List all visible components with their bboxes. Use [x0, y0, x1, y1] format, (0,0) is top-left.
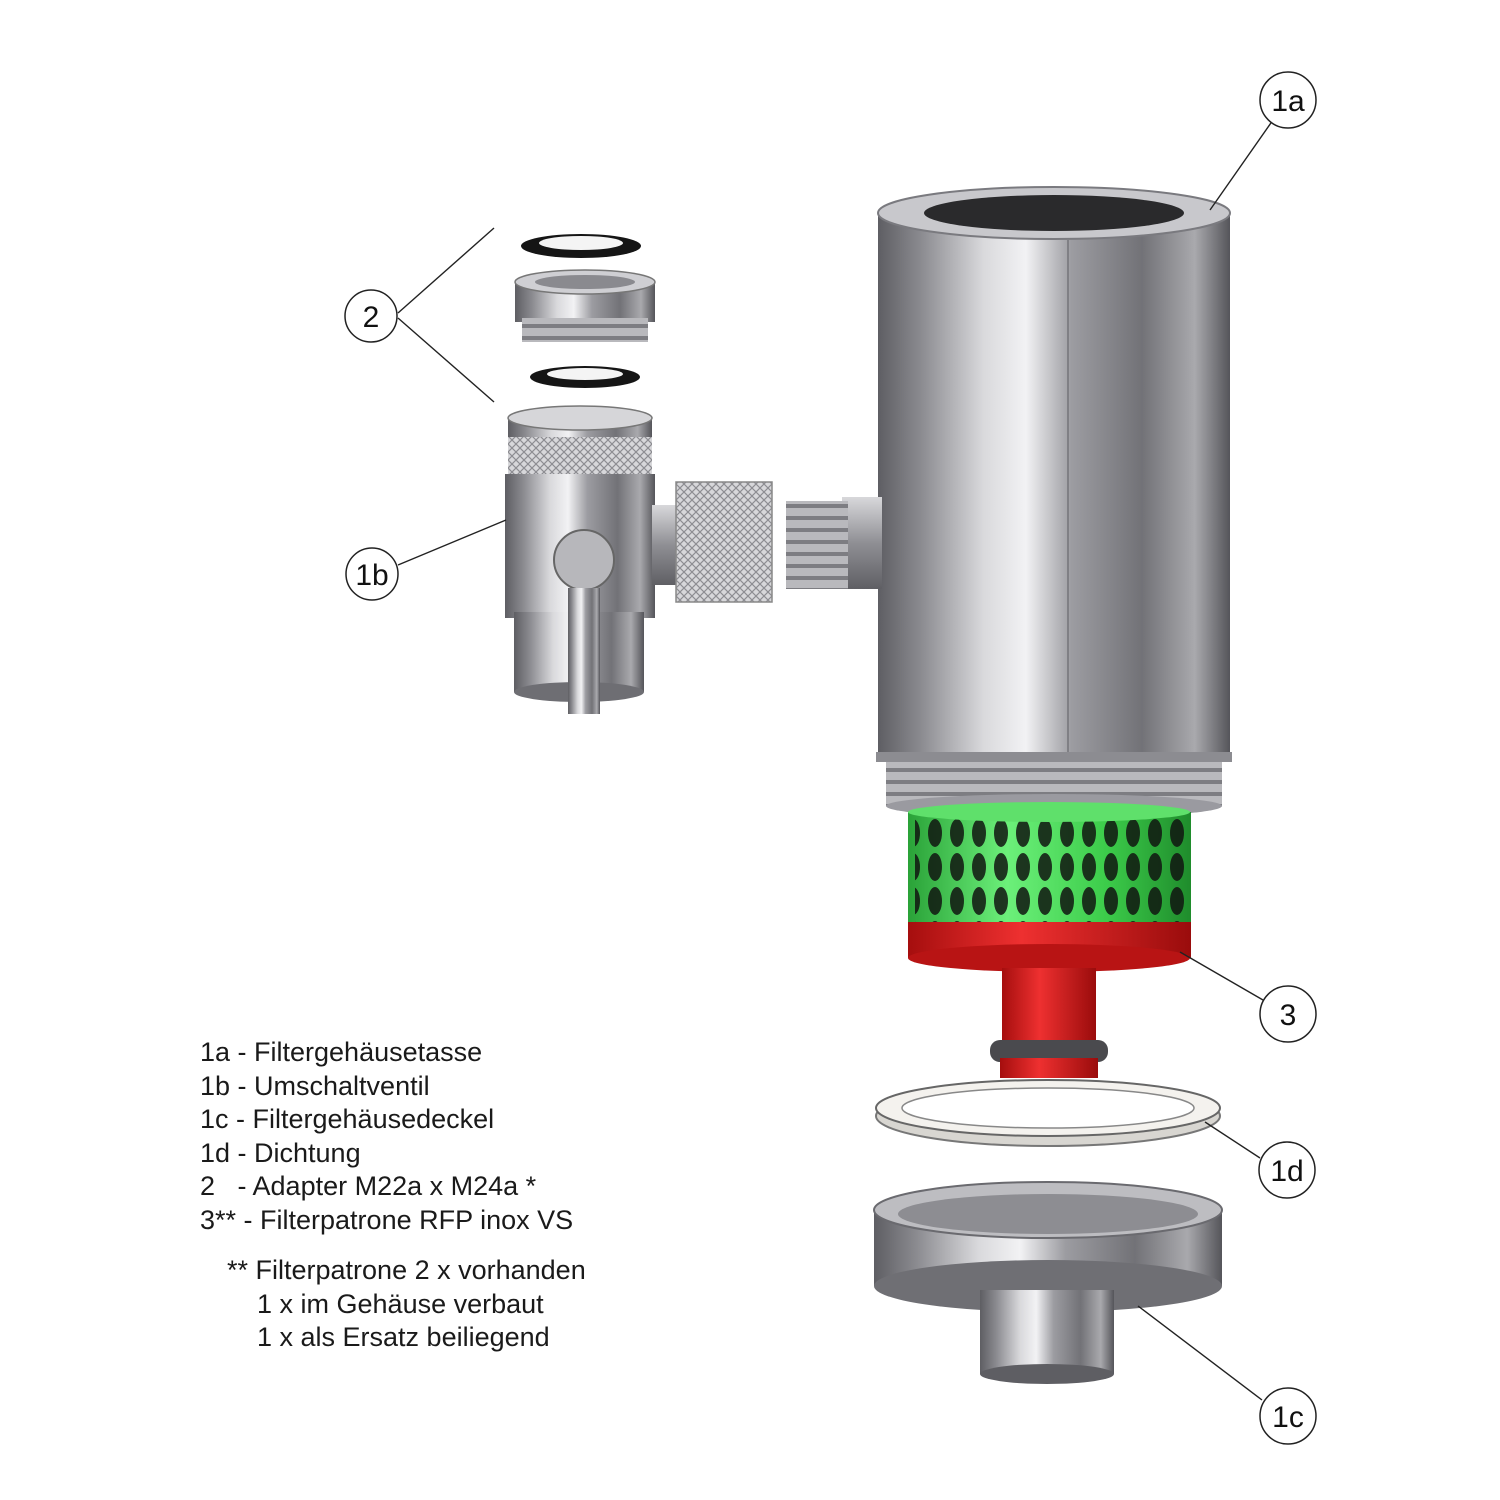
seal-ring-1d: [875, 1079, 1221, 1147]
callout-3: 3: [1259, 985, 1317, 1043]
parts-legend: 1a - Filtergehäusetasse 1b - Umschaltven…: [200, 1036, 573, 1238]
callout-2-label: 2: [363, 301, 380, 334]
callout-1d: 1d: [1258, 1141, 1316, 1199]
callout-1c-label: 1c: [1272, 1401, 1304, 1434]
callout-2: 2: [344, 289, 398, 343]
callout-1d-label: 1d: [1270, 1155, 1303, 1188]
housing-1a: [786, 186, 1232, 818]
callout-1a: 1a: [1259, 71, 1317, 129]
legend-item: 3** - Filterpatrone RFP inox VS: [200, 1204, 574, 1235]
footnote-line: 1 x als Ersatz beiliegend: [227, 1322, 550, 1353]
legend-item: 1c - Filtergehäusedeckel: [200, 1104, 495, 1135]
footnote: ** Filterpatrone 2 x vorhanden 1 x im Ge…: [227, 1254, 586, 1355]
diverter-valve-1b: [505, 405, 773, 714]
legend-item: 1a - Filtergehäusetasse: [200, 1037, 483, 1067]
legend-item: 1d - Dichtung: [200, 1137, 361, 1168]
leader-lines: [397, 119, 1274, 1401]
legend-item: 1b - Umschaltventil: [200, 1070, 430, 1101]
filter-cartridge-3: [908, 802, 1191, 1078]
callout-3-label: 3: [1280, 999, 1297, 1032]
callout-1b-label: 1b: [355, 559, 388, 592]
legend-item: 2 - Adapter M22a x M24a *: [200, 1171, 537, 1202]
footnote-line: 1 x im Gehäuse verbaut: [227, 1288, 544, 1319]
adapter-2: [514, 234, 656, 388]
footnote-line: ** Filterpatrone 2 x vorhanden: [227, 1255, 586, 1285]
callout-1b: 1b: [345, 547, 399, 601]
callout-1c: 1c: [1259, 1387, 1317, 1445]
callout-1a-label: 1a: [1271, 85, 1305, 118]
housing-cap-1c: [873, 1181, 1223, 1384]
